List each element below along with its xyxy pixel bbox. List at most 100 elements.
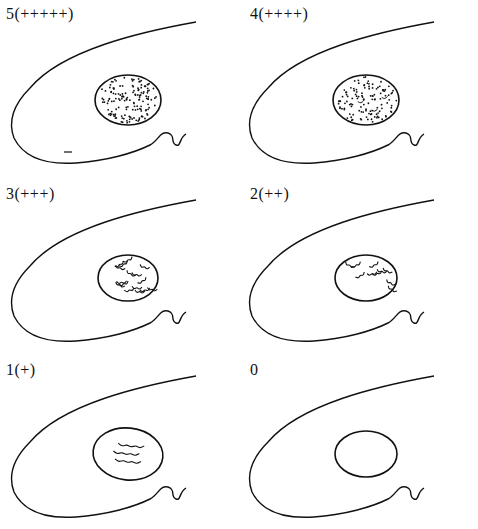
chromatin-dot [129, 99, 131, 101]
chromatin-dot [141, 115, 143, 117]
chromatin-dot [113, 100, 115, 102]
chromatin-dot [137, 94, 139, 96]
chromatin-dot [377, 112, 379, 114]
chromatin-dot [115, 117, 117, 119]
chromatin-dot [145, 109, 147, 111]
chromatin-dot [395, 100, 397, 102]
chromatin-dot [110, 84, 112, 86]
chromatin-dot [346, 91, 348, 93]
chromatin-dot [148, 96, 150, 98]
chromatin-strand [147, 287, 157, 290]
chromatin-dot [138, 119, 140, 121]
chromatin-dot [105, 90, 107, 92]
chromatin-dot [138, 78, 140, 80]
chromatin-dot [379, 110, 381, 112]
chromatin-dot [390, 111, 392, 113]
chromatin-dot [132, 91, 134, 93]
chromatin-dot [126, 122, 128, 124]
chromatin-dot [374, 116, 376, 118]
chromatin-dot [365, 110, 367, 112]
chromatin-dot [104, 101, 106, 103]
chromatin-dot [113, 88, 115, 90]
chromatin-dot [351, 106, 353, 108]
chromatin-strand [372, 109, 378, 111]
chromatin-dot [142, 92, 144, 94]
chromatin-dot [114, 79, 116, 81]
chromatin-dot [131, 118, 133, 120]
cell-outline [11, 200, 196, 341]
cell-outline [249, 376, 434, 517]
cell-outline [11, 376, 196, 517]
chromatin-dot [349, 104, 351, 106]
chromatin-dot [391, 105, 393, 107]
chromatin-dot [147, 98, 149, 100]
chromatin-strand [115, 459, 141, 464]
chromatin-dot [371, 118, 373, 120]
chromatin-dot [357, 98, 359, 100]
chromatin-dot [121, 98, 123, 100]
chromatin-dot [354, 80, 356, 82]
chromatin-dot [372, 95, 374, 97]
chromatin-dot [115, 98, 117, 100]
chromatin-dot [147, 90, 149, 92]
chromatin-strand [387, 279, 396, 285]
chromatin-dot [342, 96, 344, 98]
chromatin-dot [339, 106, 341, 108]
chromatin-dot [381, 118, 383, 120]
chromatin-dot [107, 109, 109, 111]
chromatin-dot [353, 90, 355, 92]
chromatin-dot [126, 108, 128, 110]
chromatin-dot [360, 118, 362, 120]
chromatin-dot [352, 104, 354, 106]
chromatin-dot [154, 105, 156, 107]
chromatin-dot [112, 81, 114, 83]
chromatin-dot [122, 95, 124, 97]
chromatin-dot [361, 95, 363, 97]
chromatin-dot [367, 119, 369, 121]
chromatin-dot [391, 92, 393, 94]
chromatin-dot [126, 97, 128, 99]
chromatin-dot [380, 92, 382, 94]
chromatin-dot [358, 82, 360, 84]
chromatin-dot [118, 107, 120, 109]
chromatin-dot [142, 116, 144, 118]
chromatin-dot [372, 83, 374, 85]
chromatin-dot [148, 107, 150, 109]
chromatin-dot [370, 110, 372, 112]
chromatin-dot [370, 114, 372, 116]
chromatin-dot [371, 113, 373, 115]
chromatin-dot [119, 85, 121, 87]
cell-outline [11, 22, 196, 163]
chromatin-dot [363, 85, 365, 87]
chromatin-dot [137, 89, 139, 91]
chromatin-strand [123, 257, 132, 262]
chromatin-dot [360, 106, 362, 108]
chromatin-dot [339, 100, 341, 102]
chromatin-dot [368, 83, 370, 85]
chromatin-dot [123, 96, 125, 98]
chromatin-dot [137, 108, 139, 110]
chromatin-dot [125, 92, 127, 94]
chromatin-dot [121, 96, 123, 98]
chromatin-dot [338, 100, 340, 102]
chromatin-dot [376, 107, 378, 109]
chromatin-dot [134, 94, 136, 96]
chromatin-dot [382, 89, 384, 91]
chromatin-dot [353, 88, 355, 90]
chromatin-dot [390, 93, 392, 95]
cell-figure [249, 22, 434, 163]
chromatin-dot [147, 92, 149, 94]
chromatin-dot [102, 101, 104, 103]
chromatin-dot [124, 114, 126, 116]
chromatin-dot [137, 87, 139, 89]
chromatin-dot [133, 102, 135, 104]
chromatin-dot [140, 87, 142, 89]
chromatin-dot [352, 114, 354, 116]
chromatin-dot [139, 96, 141, 98]
chromatin-strand [135, 290, 145, 293]
chromatin-dot [147, 103, 149, 105]
cell-outline [249, 22, 434, 163]
chromatin-dot [346, 94, 348, 96]
chromatin-dot [123, 77, 125, 79]
